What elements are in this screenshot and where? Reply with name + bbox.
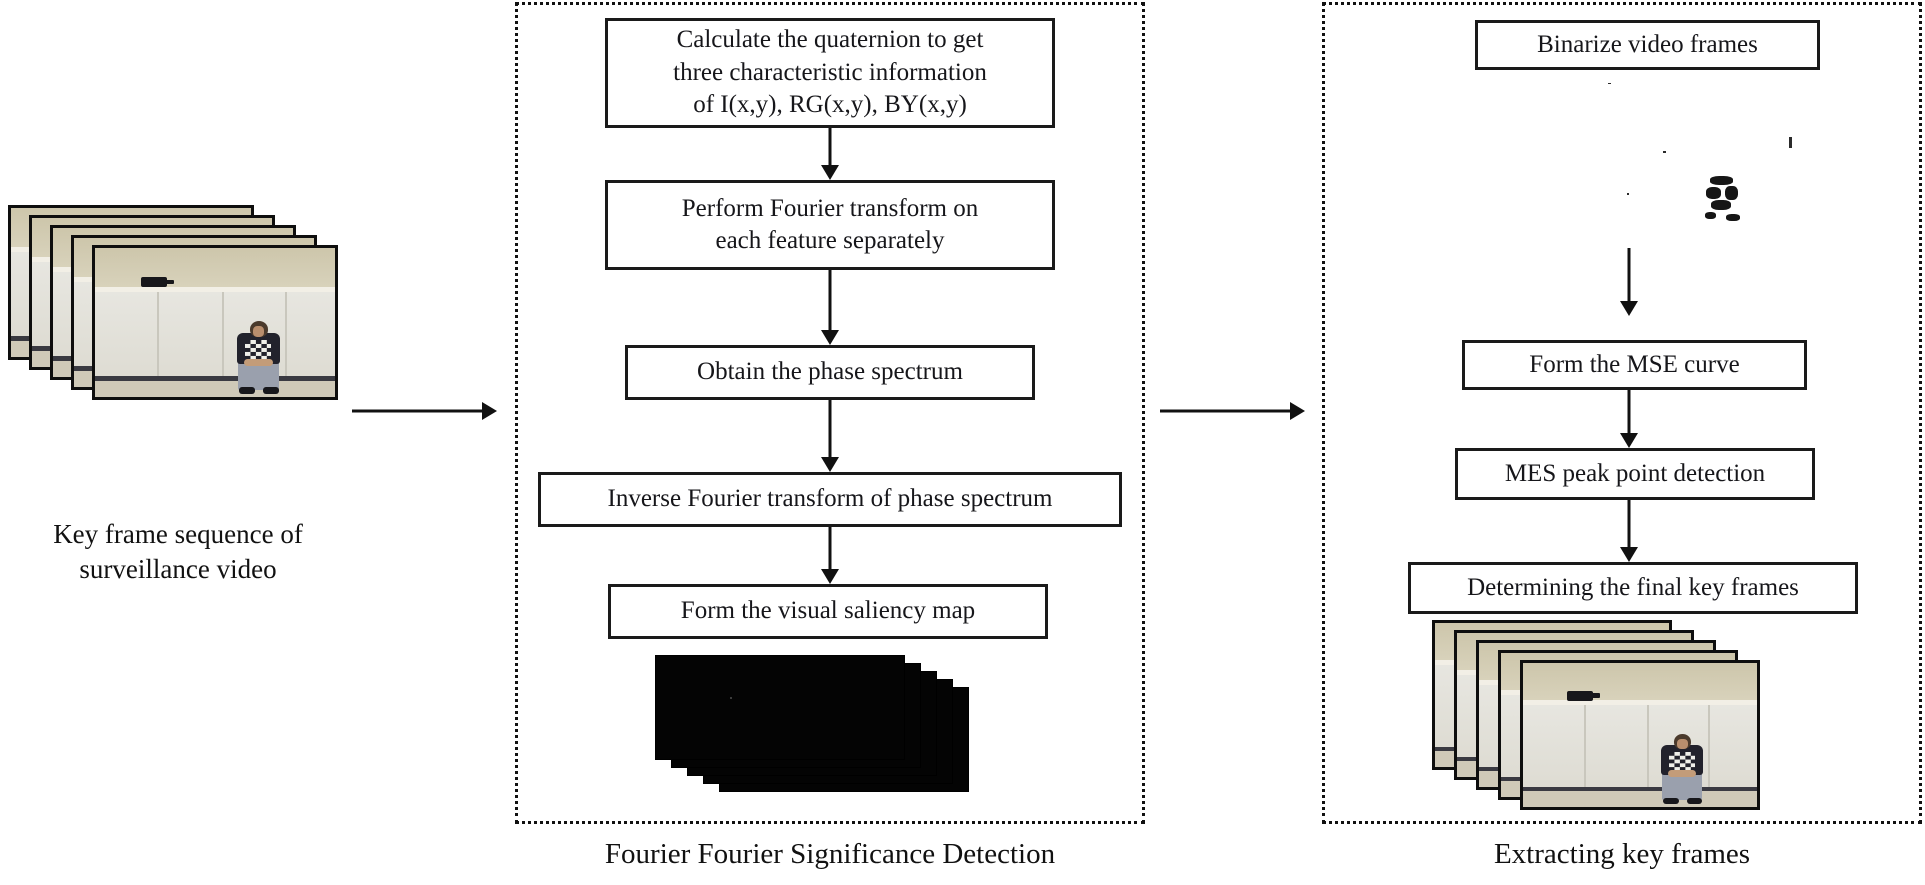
step-fourier-transform-line-2: each feature separately [715,227,945,254]
fourier-panel-caption: Fourier Fourier Significance Detection [604,838,1056,870]
step-saliency-map-label: Form the visual saliency map [680,597,976,625]
input-stage-caption: Key frame sequence of surveillance video [8,517,348,586]
result-frame-stack [1432,620,1832,815]
input-caption-line-1: Key frame sequence of [53,519,303,549]
binarized-frame-stack [1440,72,1860,247]
step-peak-detection-label: MES peak point detection [1504,459,1766,487]
fourier-panel [515,2,1145,824]
input-frame-5 [92,245,338,400]
step-saliency-map: Form the visual saliency map [608,584,1048,639]
step-mse-curve: Form the MSE curve [1462,340,1807,390]
step-quaternion: Calculate the quaternion to get three ch… [605,18,1055,128]
extract-panel [1322,2,1922,824]
input-frame-stack [8,205,348,400]
step-phase-spectrum-label: Obtain the phase spectrum [697,358,963,386]
step-final-key-frames: Determining the final key frames [1408,562,1858,614]
step-fourier-transform-line-1: Perform Fourier transform on [681,194,979,222]
saliency-frame-1 [655,655,905,760]
step-quaternion-line-3: of I(x,y), RG(x,y), BY(x,y) [693,91,967,119]
binarized-frame-5 [1548,120,1810,238]
result-frame-5 [1520,660,1760,810]
saliency-frame-stack [655,655,1025,815]
camera-icon [140,277,175,288]
step-binarize: Binarize video frames [1475,20,1820,70]
step-mse-curve-label: Form the MSE curve [1529,350,1740,378]
step-fourier-transform: Perform Fourier transform on each featur… [605,180,1055,270]
step-inverse-fourier: Inverse Fourier transform of phase spect… [538,472,1122,527]
step-quaternion-line-2: three characteristic information [673,58,987,86]
extract-panel-caption: Extracting key frames [1493,838,1751,870]
camera-icon [1567,691,1600,702]
binarized-person-silhouette [1700,174,1758,228]
step-inverse-fourier-label: Inverse Fourier transform of phase spect… [607,485,1053,513]
step-binarize-label: Binarize video frames [1537,30,1758,58]
step-quaternion-line-1: Calculate the quaternion to get [676,26,984,54]
input-caption-line-2: surveillance video [79,553,277,584]
step-final-key-frames-label: Determining the final key frames [1467,573,1799,601]
step-peak-detection: MES peak point detection [1455,448,1815,500]
step-phase-spectrum: Obtain the phase spectrum [625,345,1035,400]
